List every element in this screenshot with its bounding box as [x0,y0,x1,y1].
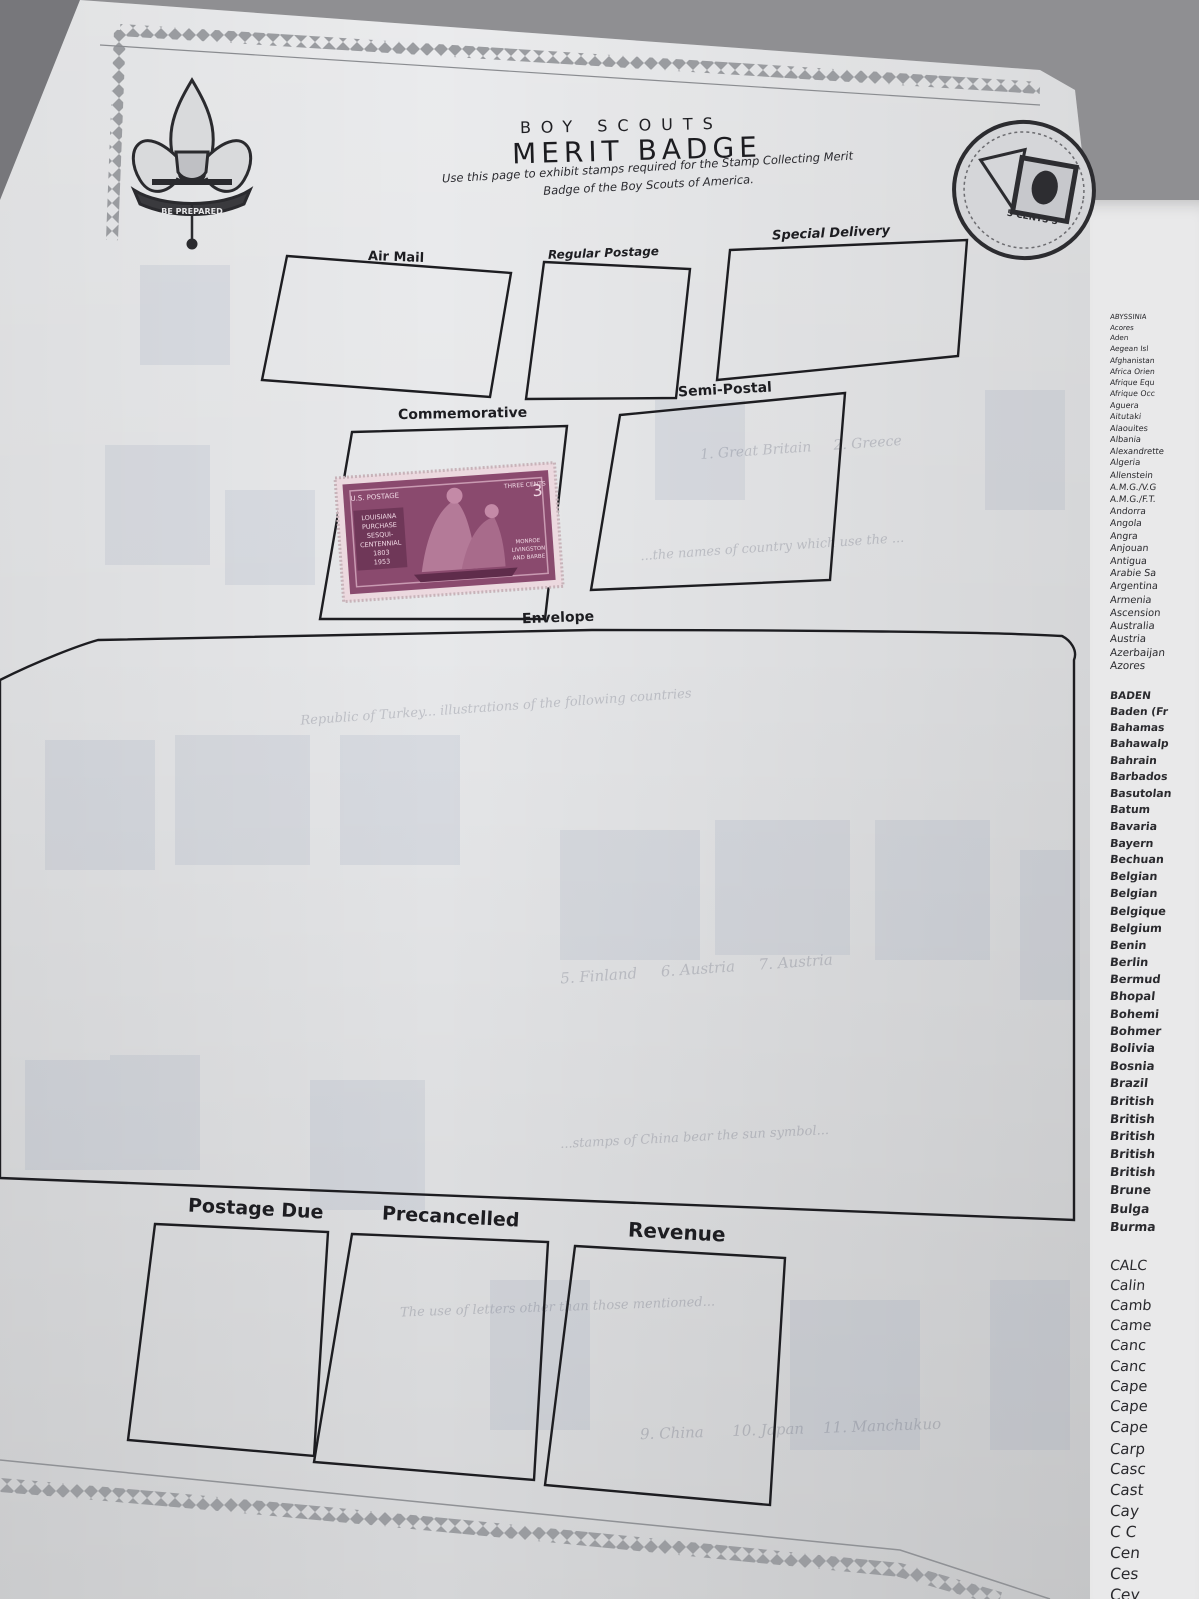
fleur-de-lis-icon [130,77,254,250]
label-commemorative: Commemorative [397,404,528,424]
stamp-right-line: MONROE [515,538,541,546]
album-page [0,0,1090,1599]
air-mail-box[interactable] [260,254,513,399]
revenue-box[interactable] [543,1244,787,1507]
stamp-right-line: AND BARBE [513,553,546,561]
emblem-motto: BE PREPARED [161,207,223,216]
ghost-stamps [25,265,1080,1450]
stamp-line: CENTENNIAL [360,539,402,550]
semi-postal-box[interactable] [589,391,847,592]
underlying-index-page [1080,200,1199,1599]
stamp-line: LOUISIANA [361,512,397,522]
envelope-box[interactable] [0,628,1077,1222]
stamp-right-line: LIVINGSTON [511,546,545,554]
stamp-line: SESQUI- [367,530,395,540]
stamp-top-left: U.S. POSTAGE [350,492,399,503]
decorative-border [0,24,1051,1599]
stamp-top-right: THREE CENTS [503,480,546,490]
seal-stamp-icon [952,119,1096,261]
regular-postage-box[interactable] [524,260,692,401]
label-air-mail: Air Mail [367,249,425,266]
stamp-line: PURCHASE [362,521,397,531]
stamp-boxes [0,238,1077,1507]
postage-due-box[interactable] [126,1222,330,1458]
stamp-line: 1953 [373,557,390,566]
precancelled-box[interactable] [312,1232,550,1482]
stamp-line: 1803 [373,548,390,557]
commemorative-box[interactable] [318,424,569,621]
louisiana-purchase-stamp[interactable] [333,461,565,604]
stamp-denomination: 3 [532,481,543,501]
label-revenue: Revenue [627,1217,727,1247]
special-delivery-box[interactable] [715,238,969,382]
label-envelope: Envelope [521,608,595,628]
